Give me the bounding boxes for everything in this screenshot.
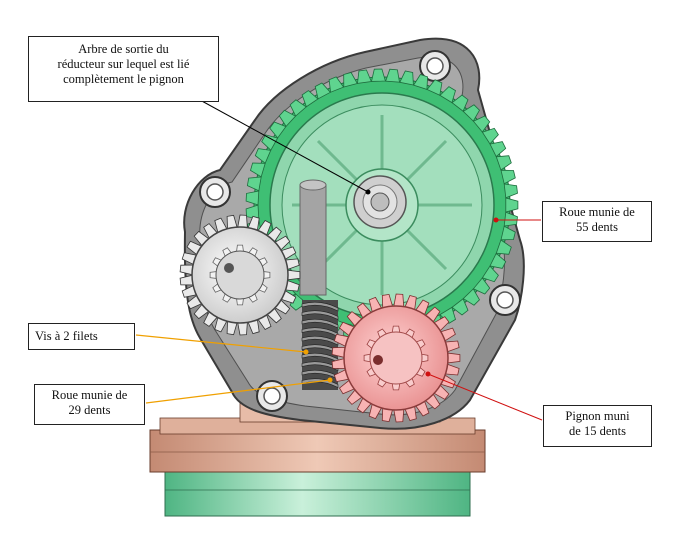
callout-line: Arbre de sortie du <box>78 42 169 56</box>
gear-tooth <box>385 68 400 83</box>
worm-shaft-housing <box>299 179 327 296</box>
callout-line: Vis à 2 filets <box>35 329 98 343</box>
gear-tooth <box>328 76 345 93</box>
gear-tooth <box>503 211 518 227</box>
gear-tooth <box>426 79 443 96</box>
callout-line: Pignon muni <box>565 409 630 423</box>
worm-thread <box>301 335 339 346</box>
gear-tooth <box>472 277 491 295</box>
callout-worm-screw: Vis à 2 filets <box>28 323 135 350</box>
gear-tooth <box>370 68 386 82</box>
leader-vis <box>135 334 307 353</box>
gear-tooth <box>500 169 516 185</box>
gear-tooth <box>481 127 499 145</box>
gear-tooth <box>472 115 491 133</box>
gear-tooth <box>357 69 372 84</box>
callout-wheel-55: Roue munie de 55 dents <box>542 201 652 242</box>
output-shaft <box>353 175 407 229</box>
gear-tooth <box>278 109 297 128</box>
gear-tooth <box>412 74 429 90</box>
callout-line: 55 dents <box>575 220 618 234</box>
leader-pignon <box>427 373 543 421</box>
gear-tooth <box>246 176 262 192</box>
gear-tooth <box>245 204 260 220</box>
gear-tooth <box>489 141 507 158</box>
gear-tooth <box>505 197 519 213</box>
gear-tooth <box>451 298 469 316</box>
leader-lines <box>135 99 543 421</box>
gear-tooth <box>503 183 518 199</box>
leader-roue29 <box>145 379 331 404</box>
gear-tooth <box>489 252 507 269</box>
gear-tooth <box>245 190 260 206</box>
worm-screw-2-threads <box>301 300 339 390</box>
callout-line: 29 dents <box>68 403 111 417</box>
gear-tooth <box>451 94 469 112</box>
mounting-holes <box>199 50 521 412</box>
callout-wheel-29: Roue munie de 29 dents <box>34 384 145 425</box>
gear-tooth <box>314 82 332 100</box>
pink-pinion-15-teeth <box>331 293 461 423</box>
callout-pinion-15: Pignon muni de 15 dents <box>543 405 652 447</box>
gear-tooth <box>439 86 456 104</box>
gear-tooth <box>481 265 499 283</box>
gear-tooth <box>439 306 456 324</box>
gear-tooth <box>399 70 414 86</box>
callout-line: Roue munie de <box>51 388 128 402</box>
gear-tooth <box>301 90 319 108</box>
callout-line: de 15 dents <box>569 424 626 438</box>
gear-tooth <box>254 148 272 164</box>
callout-line: Roue munie de <box>559 205 635 219</box>
gear-tooth <box>343 72 358 88</box>
white-gear-29-teeth <box>179 214 301 336</box>
gear-tooth <box>269 121 287 139</box>
gear-tooth <box>289 99 307 117</box>
gear-tooth <box>462 288 480 306</box>
worm-thread <box>301 310 339 320</box>
gear-tooth <box>495 239 512 255</box>
callout-line: complètement le pignon <box>63 72 184 86</box>
gear-tooth <box>462 104 480 122</box>
leader-arbre <box>199 99 369 193</box>
callout-output-shaft: Arbre de sortie du réducteur sur lequel … <box>28 36 219 102</box>
gear-tooth <box>250 162 266 178</box>
gear-tooth <box>495 155 512 171</box>
gear-tooth <box>500 225 516 241</box>
gear-tooth <box>261 134 279 151</box>
worm-thread <box>301 361 339 371</box>
worm-thread <box>301 301 339 312</box>
worm-thread <box>301 318 339 329</box>
callout-line: réducteur sur lequel est lié <box>57 57 190 71</box>
